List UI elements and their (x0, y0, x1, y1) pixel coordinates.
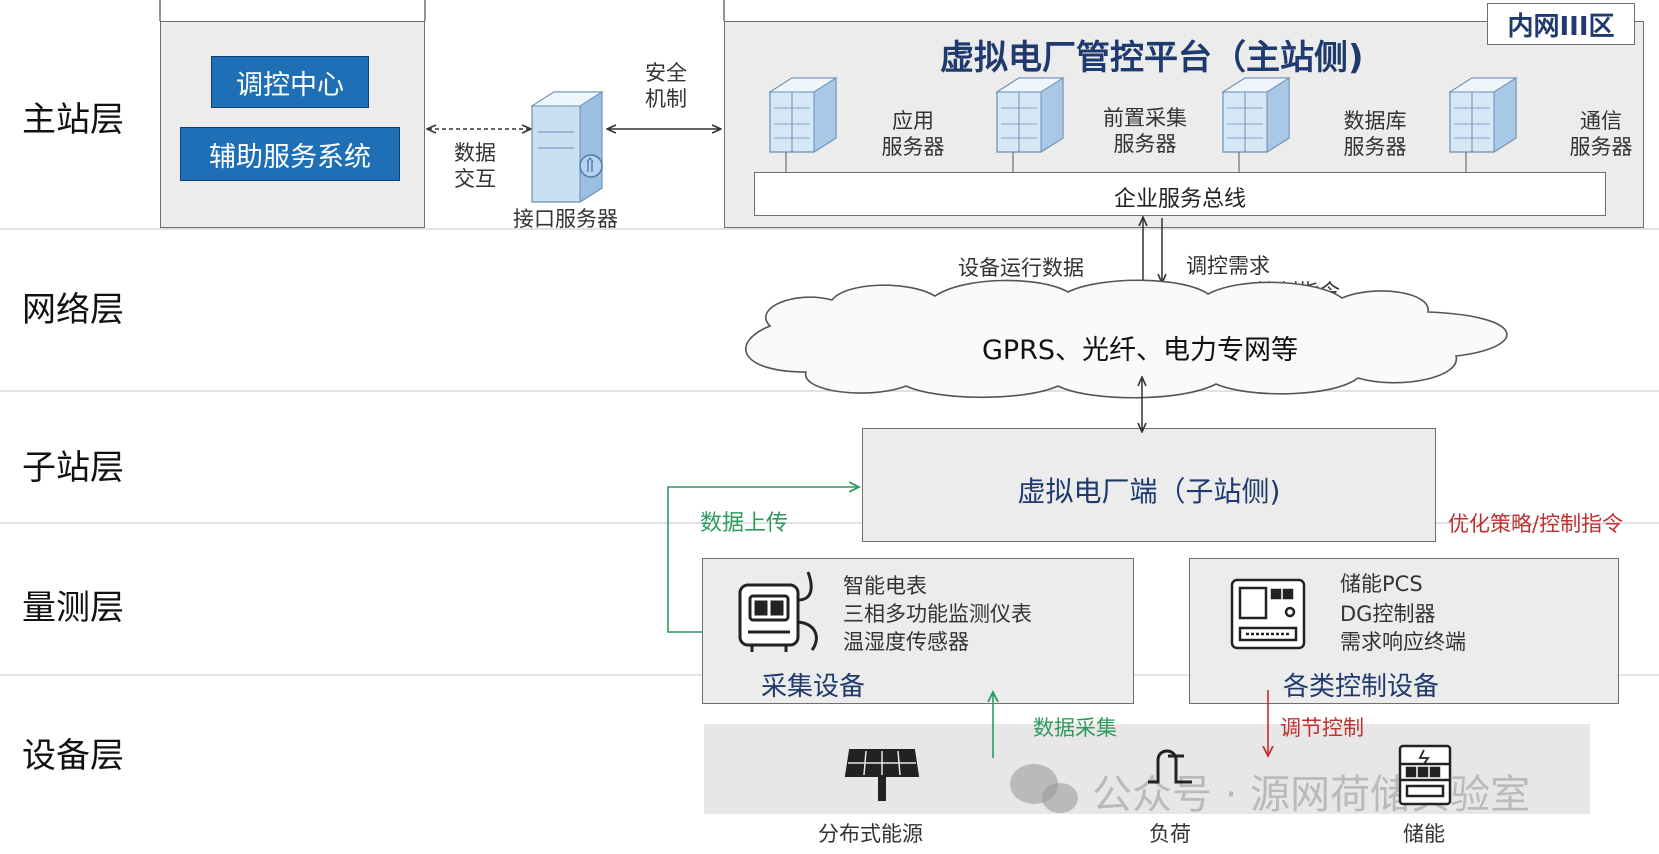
layer-label-substation: 子站层 (22, 448, 124, 488)
battery-icon (1398, 744, 1452, 806)
data-exchange-label: 数据 交互 (454, 141, 496, 191)
layer-label-measure: 量测层 (22, 588, 124, 628)
control-item: 需求响应终端 (1340, 630, 1466, 654)
server-label: 应用 服务器 (881, 109, 945, 159)
interface-server-label: 接口服务器 (513, 207, 618, 231)
divider (0, 390, 1659, 392)
server-label: 通信 服务器 (1569, 109, 1633, 159)
solar-panel-icon (844, 749, 920, 801)
smart-meter-icon (738, 571, 818, 652)
comm-server-icon (1449, 77, 1517, 172)
controller-icon (1230, 578, 1306, 650)
control-demand-label: 调控需求 (1186, 254, 1270, 278)
device-label: 分布式能源 (818, 822, 923, 846)
divider (0, 228, 1659, 230)
server-label: 前置采集 服务器 (1103, 106, 1187, 156)
data-collect-label: 数据采集 (1033, 716, 1117, 740)
fep-server-icon (996, 77, 1064, 172)
esb-label: 企业服务总线 (1113, 187, 1246, 212)
collect-title: 采集设备 (761, 672, 866, 702)
substation-box (862, 428, 1436, 542)
collect-item: 三相多功能监测仪表 (843, 602, 1032, 626)
divider (0, 522, 1659, 524)
device-label: 负荷 (1149, 822, 1191, 846)
control-center-node: 调控中心 (211, 56, 369, 108)
device-label: 储能 (1403, 822, 1445, 846)
esb-bar (754, 172, 1606, 216)
equipment-data-label: 设备运行数据 (958, 256, 1084, 280)
control-title: 各类控制设备 (1283, 672, 1440, 702)
layer-label-network: 网络层 (22, 290, 124, 330)
wechat-icon (1010, 764, 1078, 813)
layer-label-master: 主站层 (22, 100, 124, 140)
substation-title: 虚拟电厂端（子站侧) (1017, 475, 1281, 508)
network-cloud (745, 279, 1508, 399)
server-label: 数据库 服务器 (1343, 109, 1407, 159)
regulate-label: 调节控制 (1280, 716, 1364, 740)
interface-server-icon (530, 91, 604, 203)
platform-title: 虚拟电厂管控平台（主站侧) (940, 38, 1364, 78)
app-server-icon (769, 77, 837, 172)
collect-item: 智能电表 (843, 574, 927, 598)
control-item: 储能PCS (1340, 572, 1423, 596)
aux-service-node: 辅助服务系统 (180, 127, 400, 181)
layer-label-device: 设备层 (22, 736, 124, 776)
data-upload-arrow (667, 487, 859, 633)
load-icon (1148, 749, 1192, 784)
data-upload-label: 数据上传 (700, 511, 789, 536)
database-server-icon (1222, 77, 1290, 172)
strategy-label: 优化策略/控制指令 (1448, 512, 1624, 536)
control-item: DG控制器 (1340, 602, 1436, 626)
dispatch-box (160, 21, 425, 228)
security-label: 安全 机制 (645, 61, 687, 111)
collect-item: 温湿度传感器 (843, 630, 969, 654)
network-cloud-label: GPRS、光纤、电力专网等 (981, 335, 1299, 366)
zone-tag: 内网III区 (1487, 3, 1635, 45)
watermark-text: 公众号 · 源网荷储实验室 (1092, 772, 1531, 818)
